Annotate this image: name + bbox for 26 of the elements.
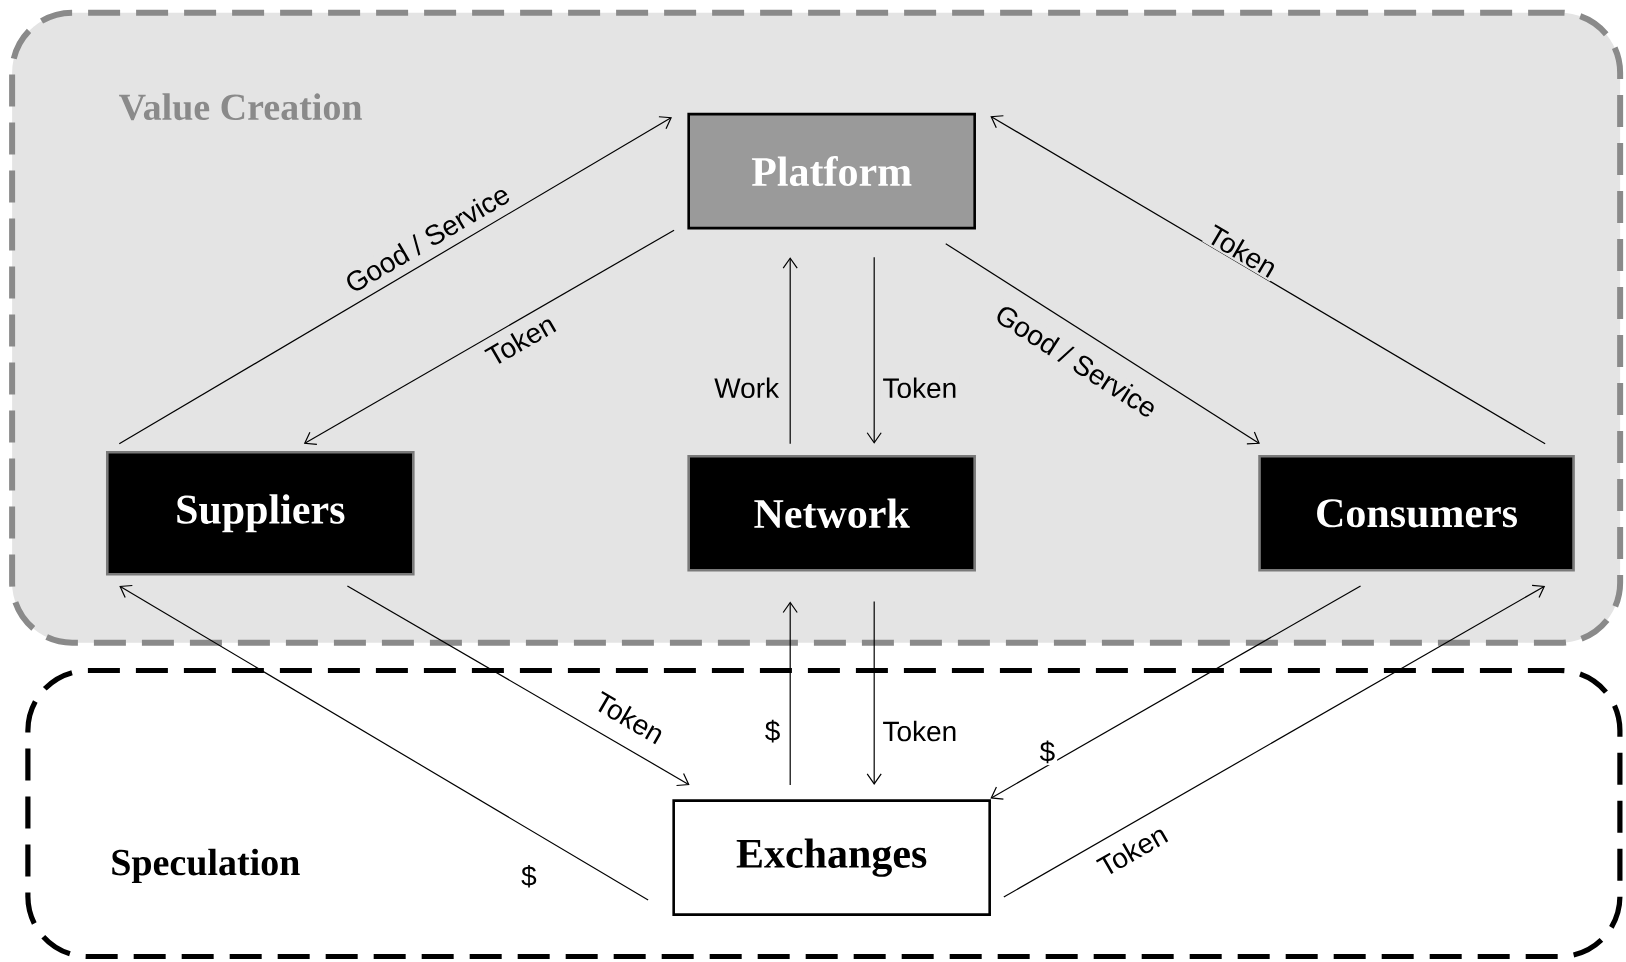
arrow: [1003, 584, 1546, 898]
arrow: [118, 116, 672, 445]
arrow: [782, 257, 798, 445]
actor-box: Network: [687, 454, 976, 572]
region-heading: Value Creation: [119, 93, 362, 121]
arrow: [866, 600, 882, 785]
platform-box: Platform: [687, 112, 976, 230]
arrow: [782, 601, 798, 786]
edge-label: Token: [880, 375, 960, 400]
arrow: [119, 584, 649, 901]
arrow: [990, 114, 1546, 445]
arrow: [303, 229, 675, 445]
region-heading: Speculation: [112, 848, 300, 883]
edge-label: Token: [480, 309, 561, 371]
edge-label: $: [519, 862, 539, 890]
edge-label: Token: [880, 718, 960, 744]
arrow: [346, 585, 690, 786]
edge-label: Token: [1092, 819, 1173, 881]
arrow: [866, 256, 882, 444]
arrow: [945, 242, 1260, 445]
arrow: [990, 585, 1362, 800]
edge-label: $: [1037, 738, 1058, 765]
actor-box: Suppliers: [106, 450, 415, 576]
exchange-box: Exchanges: [672, 799, 991, 916]
actor-box: Consumers: [1258, 454, 1575, 572]
edge-label: Work: [712, 375, 782, 400]
